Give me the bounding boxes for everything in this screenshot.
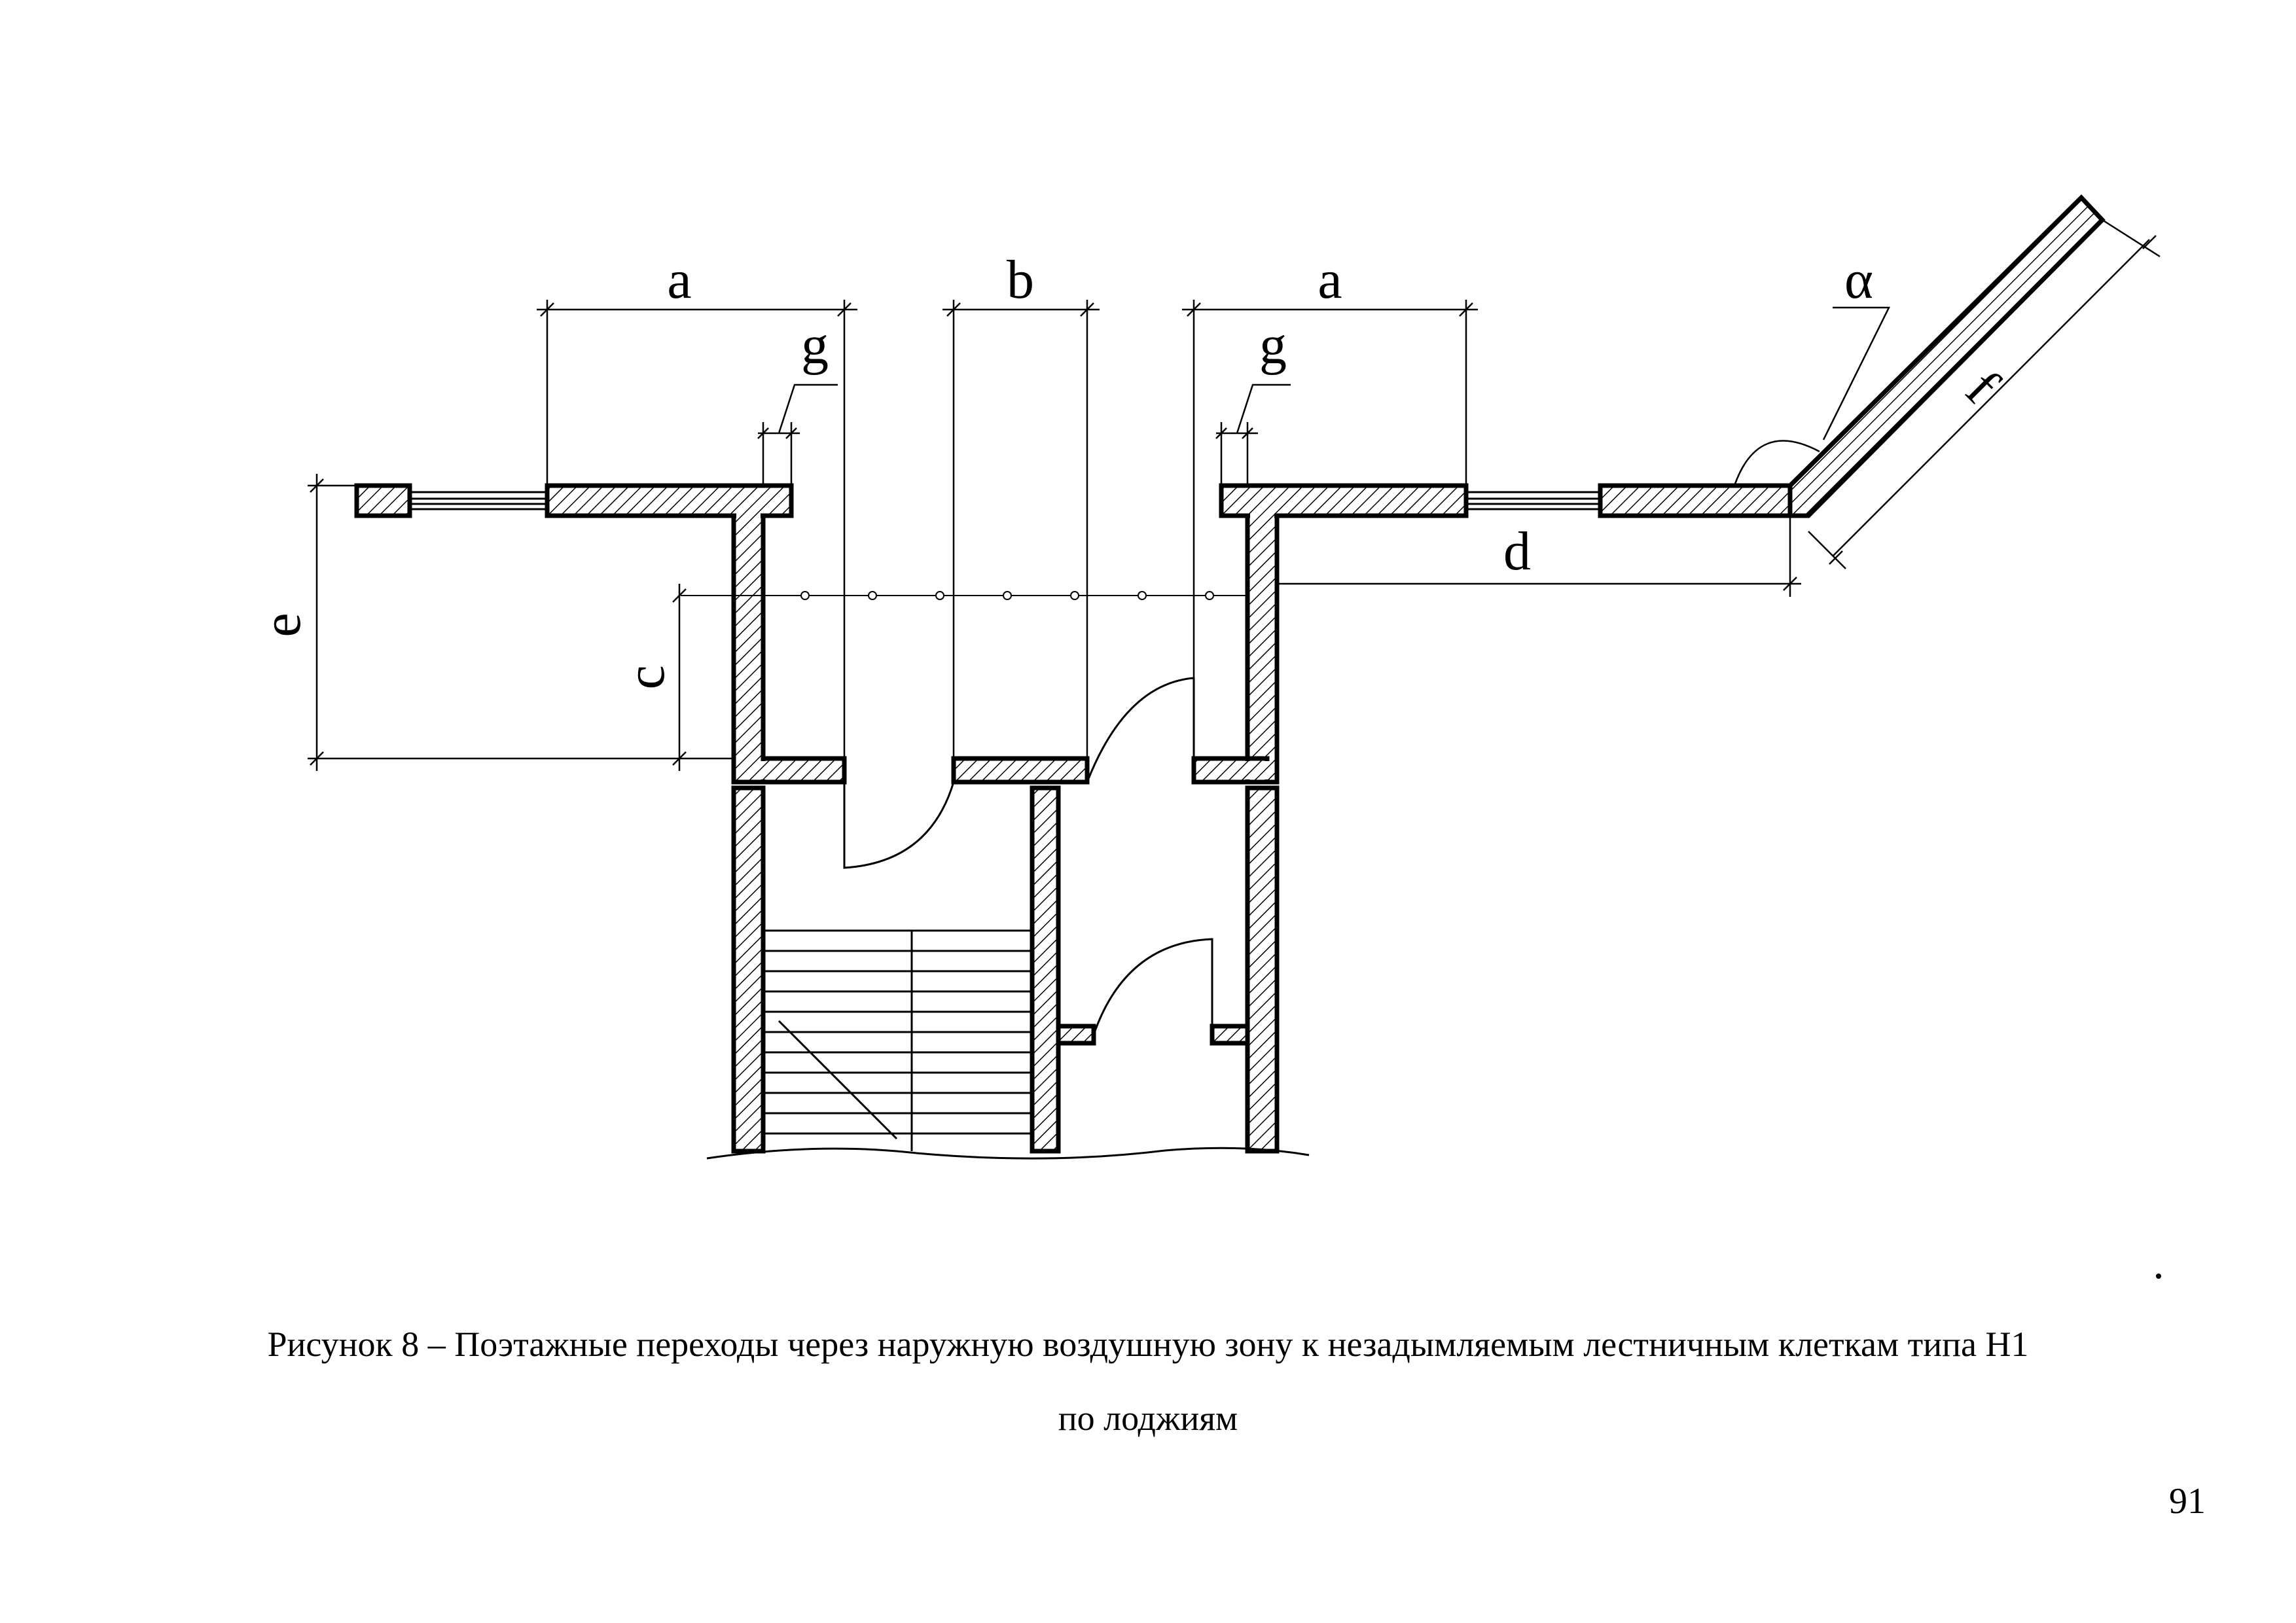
wall-stub-left <box>1056 1024 1096 1046</box>
wall-left-inner-horizontal <box>761 756 847 785</box>
wall-right-vertical-lower <box>1245 785 1280 1154</box>
window-left <box>410 491 547 510</box>
label-g-right: g <box>1259 315 1287 376</box>
window-right <box>1466 491 1600 510</box>
wall-diagonal <box>1787 194 2106 518</box>
figure-caption-line1: Рисунок 8 – Поэтажные переходы через нар… <box>267 1325 2029 1364</box>
door-lower-swing <box>1092 938 1213 1035</box>
wall-middle-horizontal <box>951 756 1090 785</box>
stair-break-line <box>778 1020 898 1140</box>
handrail-line <box>681 591 1247 600</box>
label-b: b <box>1007 249 1034 310</box>
wall-right-outer-slab <box>1598 483 1793 518</box>
dimension-labels: a b a g g α f d e c <box>251 249 2011 690</box>
wall-middle-vertical <box>1030 785 1061 1154</box>
wall-right-vertical-upper <box>1245 513 1280 785</box>
wall-left-end-block <box>354 483 412 518</box>
wall-stub-right <box>1210 1024 1250 1046</box>
windows <box>410 491 1600 510</box>
label-d: d <box>1503 521 1531 582</box>
stair-flight <box>763 929 1032 1151</box>
page-dot <box>2156 1274 2161 1279</box>
dimension-lines <box>308 219 2161 771</box>
doors <box>843 677 1213 1035</box>
figure-caption-line2: по лоджиям <box>1058 1399 1238 1438</box>
label-a-left: a <box>667 249 691 310</box>
label-g-left: g <box>801 315 829 376</box>
door-left-swing <box>843 781 955 869</box>
label-e: e <box>251 613 312 637</box>
wall-junction-hatch <box>736 488 1274 779</box>
label-alpha: α <box>1844 249 1873 310</box>
wall-left-vertical-lower <box>731 785 766 1154</box>
label-c: c <box>615 665 676 689</box>
page-number: 91 <box>2169 1481 2206 1522</box>
wall-left-vertical-upper <box>731 513 766 785</box>
label-a-right: a <box>1318 249 1342 310</box>
door-right-swing <box>1086 677 1195 783</box>
break-line-bottom <box>706 1147 1310 1160</box>
